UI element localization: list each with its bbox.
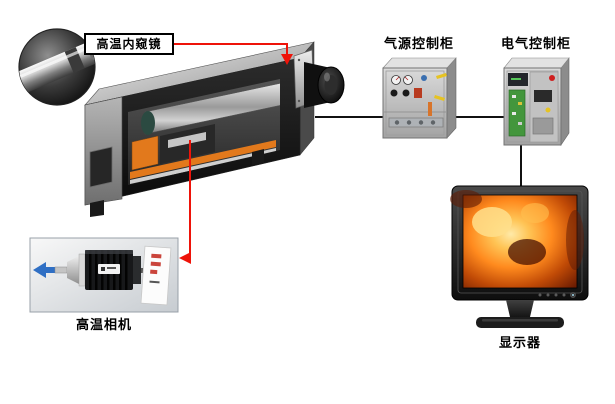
valve-lever xyxy=(436,73,447,79)
flange-bolt xyxy=(297,99,301,103)
endoscope-label: 高温内窥镜 xyxy=(84,33,174,55)
camera-photo xyxy=(29,237,179,313)
monitor-label: 显示器 xyxy=(498,335,541,350)
enclosure-foot xyxy=(252,149,264,165)
spec-card xyxy=(140,245,172,306)
monitor xyxy=(450,185,589,328)
air-manifold xyxy=(388,117,444,128)
air-tube xyxy=(428,102,432,116)
air-cabinet-label: 气源控制柜 xyxy=(383,36,454,51)
electric-control-cabinet xyxy=(503,57,570,146)
camera-label: 高温相机 xyxy=(75,317,132,332)
end-panel-vent xyxy=(89,146,113,188)
rail-orange xyxy=(130,140,276,179)
carriage-slide xyxy=(168,132,206,148)
solenoid-valve xyxy=(421,75,427,81)
terminal-box xyxy=(532,117,554,135)
camera-body xyxy=(54,250,145,290)
enclosure-interior-parts xyxy=(130,79,280,184)
monitor-button xyxy=(546,293,550,297)
camera-probe xyxy=(54,266,68,274)
pcb-board xyxy=(508,89,526,137)
tube-end-cap xyxy=(141,111,155,135)
camera-cone xyxy=(67,256,79,284)
regulator-knob xyxy=(402,89,410,97)
monitor-button xyxy=(554,293,558,297)
enclosure-foot xyxy=(90,200,104,217)
camera-back xyxy=(133,256,141,284)
monitor-screen xyxy=(450,190,584,289)
relay-block xyxy=(534,90,552,102)
drive-motor xyxy=(131,135,159,171)
blue-direction-arrow-icon xyxy=(33,262,58,278)
rail-silver xyxy=(130,148,276,184)
monitor-button xyxy=(538,293,542,297)
indicator-lamp xyxy=(545,107,551,113)
endoscope-tube xyxy=(19,40,95,96)
electric-cabinet-label: 电气控制柜 xyxy=(500,36,571,51)
emergency-button xyxy=(549,75,555,81)
regulator-knob xyxy=(390,89,398,97)
monitor-stand xyxy=(476,300,564,328)
red-connector-endoscope xyxy=(174,43,293,65)
probe-lens xyxy=(293,49,345,109)
endoscope-photo xyxy=(18,28,96,106)
valve-block xyxy=(414,88,422,98)
arrowhead-down-icon xyxy=(281,54,293,65)
monitor-button xyxy=(562,293,566,297)
main-enclosure xyxy=(84,41,345,217)
lens-highlight xyxy=(324,72,330,82)
flange-bolt xyxy=(297,58,301,62)
red-connector-camera xyxy=(179,140,191,264)
air-control-cabinet xyxy=(382,57,457,139)
arrowhead-left-icon xyxy=(179,252,191,264)
valve-lever xyxy=(434,95,445,101)
